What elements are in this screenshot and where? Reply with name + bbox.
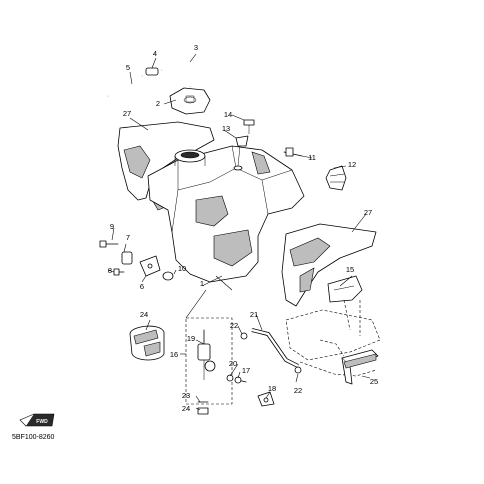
callout-27-right: 27 (364, 208, 372, 217)
fuel-cock-assembly (185, 317, 275, 415)
bolt-13-14 (233, 119, 255, 171)
callout-2: 2 (156, 99, 160, 108)
callout-27-left: 27 (123, 109, 131, 118)
callout-1: 1 (200, 279, 204, 288)
leader-lines (107, 53, 371, 411)
tank-shroud-right (281, 223, 377, 307)
callout-12: 12 (348, 160, 356, 169)
breather-hose (107, 61, 191, 98)
callout-18: 18 (268, 384, 276, 393)
callout-11: 11 (308, 153, 316, 162)
rubber-12 (325, 165, 347, 191)
drawing-code: 5BF100-8260 (12, 434, 55, 441)
bolt-11 (283, 147, 303, 157)
fuel-hose (240, 328, 302, 374)
bracket-15 (327, 275, 363, 336)
callout-23: 23 (182, 391, 190, 400)
callout-4: 4 (153, 49, 157, 58)
callout-9: 9 (110, 222, 114, 231)
guard-25 (129, 325, 165, 361)
bracket-parts (99, 240, 174, 281)
fwd-direction-mark: FWD (19, 413, 55, 427)
callout-labels: 3 4 5 2 27 14 13 11 12 27 9 7 8 6 10 1 1… (108, 43, 378, 413)
callout-6: 6 (140, 282, 144, 291)
callout-22-top: 22 (230, 321, 238, 330)
callout-3: 3 (194, 43, 198, 52)
callout-25: 24 (140, 310, 148, 319)
callout-5: 5 (126, 63, 130, 72)
callout-8: 8 (108, 266, 112, 275)
callout-17: 17 (242, 366, 250, 375)
callout-15: 15 (346, 265, 354, 274)
callout-7: 7 (126, 233, 130, 242)
frame-outline (285, 309, 381, 377)
callout-20: 20 (229, 359, 237, 368)
callout-10: 10 (178, 264, 186, 273)
clamp-26 (341, 349, 379, 385)
callout-14: 14 (224, 110, 232, 119)
callout-21: 21 (250, 310, 258, 319)
filler-cap (169, 87, 211, 115)
callout-26: 25 (370, 377, 378, 386)
callout-24: 24 (182, 404, 190, 413)
callout-16: 16 (170, 350, 178, 359)
callout-22-bottom: 22 (294, 386, 302, 395)
callout-19: 19 (187, 334, 195, 343)
fwd-label: FWD (36, 419, 48, 425)
callout-13: 13 (222, 124, 230, 133)
fuel-tank (147, 145, 305, 283)
